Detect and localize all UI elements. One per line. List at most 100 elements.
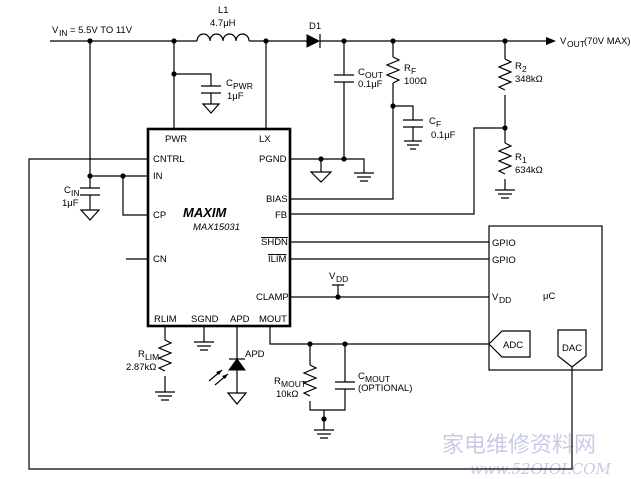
bias-wire (290, 83, 414, 200)
svg-text:IN: IN (71, 188, 80, 198)
svg-text:V: V (52, 25, 59, 36)
svg-text:MAXIM: MAXIM (183, 205, 228, 220)
ic-body (146, 127, 292, 328)
diode-d1: D1 (306, 21, 321, 48)
rlim-ground (155, 376, 175, 401)
svg-text:IN: IN (59, 28, 68, 38)
svg-text:100Ω: 100Ω (404, 76, 427, 87)
uc-gpio2: GPIO (492, 255, 516, 266)
pin-cn: CN (153, 254, 167, 265)
svg-text:R: R (515, 61, 522, 72)
svg-text:OUT: OUT (365, 70, 383, 80)
svg-text:0.1μF: 0.1μF (431, 130, 456, 141)
capacitor-cin: C IN 1μF (62, 185, 101, 221)
svg-text:C: C (358, 371, 365, 382)
svg-text:2: 2 (522, 64, 527, 74)
fb-wire (290, 127, 505, 215)
svg-text:DD: DD (336, 274, 348, 284)
pin-clamp: CLAMP (256, 292, 289, 303)
pin-bias: BIAS (266, 194, 288, 205)
inductor-l1: L1 4.7μH (196, 5, 250, 42)
svg-text:1μF: 1μF (227, 91, 244, 102)
pgnd-ground-tri (309, 159, 333, 183)
ic-brand: MAXIM MAX15031 (183, 205, 240, 233)
uc-label: μC (543, 291, 555, 302)
l1-name: L1 (218, 5, 229, 16)
svg-text:634kΩ: 634kΩ (515, 165, 543, 176)
svg-text:2.87kΩ: 2.87kΩ (126, 362, 156, 373)
pin-rlim: RLIM (154, 314, 177, 325)
svg-text:R: R (274, 376, 281, 387)
uc-vdd: V (492, 292, 499, 303)
apd-ground-tri (226, 370, 248, 405)
resistor-r2: R 2 348kΩ (497, 58, 543, 91)
svg-text:ADC: ADC (503, 340, 523, 351)
adc-block: ADC (488, 330, 531, 358)
svg-text:F: F (436, 119, 441, 129)
resistor-rlim: R LIM 2.87kΩ (126, 339, 173, 373)
svg-text:348kΩ: 348kΩ (515, 74, 543, 85)
vdd-label: V DD (329, 271, 348, 284)
svg-text:= 5.5V TO 11V: = 5.5V TO 11V (70, 25, 133, 36)
pin-cp: CP (153, 210, 166, 221)
pin-pgnd: PGND (259, 154, 287, 165)
vdd-node (332, 284, 344, 297)
svg-text:LIM: LIM (145, 352, 159, 362)
cp-wire (122, 176, 148, 216)
svg-text:(70V MAX): (70V MAX) (584, 36, 630, 47)
svg-text:DAC: DAC (562, 343, 582, 354)
svg-text:R: R (138, 349, 145, 360)
l1-value: 4.7μH (210, 18, 236, 29)
svg-text:OUT: OUT (567, 39, 585, 49)
svg-text:R: R (515, 152, 522, 163)
vout-label: V OUT (70V MAX) (560, 36, 630, 49)
svg-text:C: C (358, 67, 365, 78)
pin-shdn: SHDN (261, 237, 288, 248)
pgnd-ground (354, 172, 374, 182)
capacitor-cpwr: C PWR 1μF (201, 78, 253, 114)
svg-text:DD: DD (499, 295, 511, 305)
svg-text:C: C (429, 116, 436, 127)
resistor-rmout: R MOUT 10kΩ (274, 364, 318, 400)
rf-junction (390, 103, 396, 109)
ic-pin-labels: PWR LX CNTRL IN PGND BIAS CP FB SHDN ILI… (153, 134, 289, 325)
cntrl-loop-wire (28, 158, 573, 470)
microcontroller-box (488, 225, 603, 371)
svg-text:10kΩ: 10kΩ (276, 389, 298, 400)
resistor-rf: R F 100Ω (385, 56, 427, 87)
svg-text:APD: APD (245, 349, 265, 360)
pin-fb: FB (275, 210, 287, 221)
r1-ground (495, 179, 515, 199)
dac-block: DAC (557, 329, 587, 368)
uc-gpio1: GPIO (492, 238, 516, 249)
svg-text:(OPTIONAL): (OPTIONAL) (358, 383, 412, 394)
pin-mout: MOUT (259, 314, 287, 325)
pgnd-wire (290, 158, 365, 173)
svg-text:C: C (226, 78, 233, 89)
capacitor-cout: C OUT 0.1μF (334, 67, 383, 90)
pin-sgnd: SGND (191, 314, 219, 325)
junction-dots (87, 38, 508, 422)
capacitor-cmout: C MOUT (OPTIONAL) (335, 371, 412, 394)
resistor-r1: R 1 634kΩ (497, 142, 543, 176)
rmout-cmout-wire (309, 344, 346, 430)
d1-name: D1 (309, 21, 321, 32)
svg-text:PWR: PWR (233, 81, 253, 91)
mout-wire (269, 326, 489, 345)
svg-text:1: 1 (522, 155, 527, 165)
pin-apd: APD (230, 314, 250, 325)
svg-text:MAX15031: MAX15031 (193, 222, 240, 233)
vout-arrow (546, 37, 556, 45)
pin-ilim: ILIM (268, 254, 287, 265)
pin-in: IN (153, 171, 163, 182)
vin-label: V IN = 5.5V TO 11V (52, 25, 133, 38)
sgnd-ground (194, 326, 214, 351)
watermark-text: 家电维修资料网 (442, 433, 596, 458)
svg-text:MOUT: MOUT (281, 379, 306, 389)
svg-text:F: F (411, 66, 416, 76)
pin-lx: LX (259, 134, 271, 145)
svg-text:1μF: 1μF (62, 198, 79, 209)
svg-text:0.1μF: 0.1μF (358, 79, 383, 90)
mout-ground (314, 429, 334, 439)
